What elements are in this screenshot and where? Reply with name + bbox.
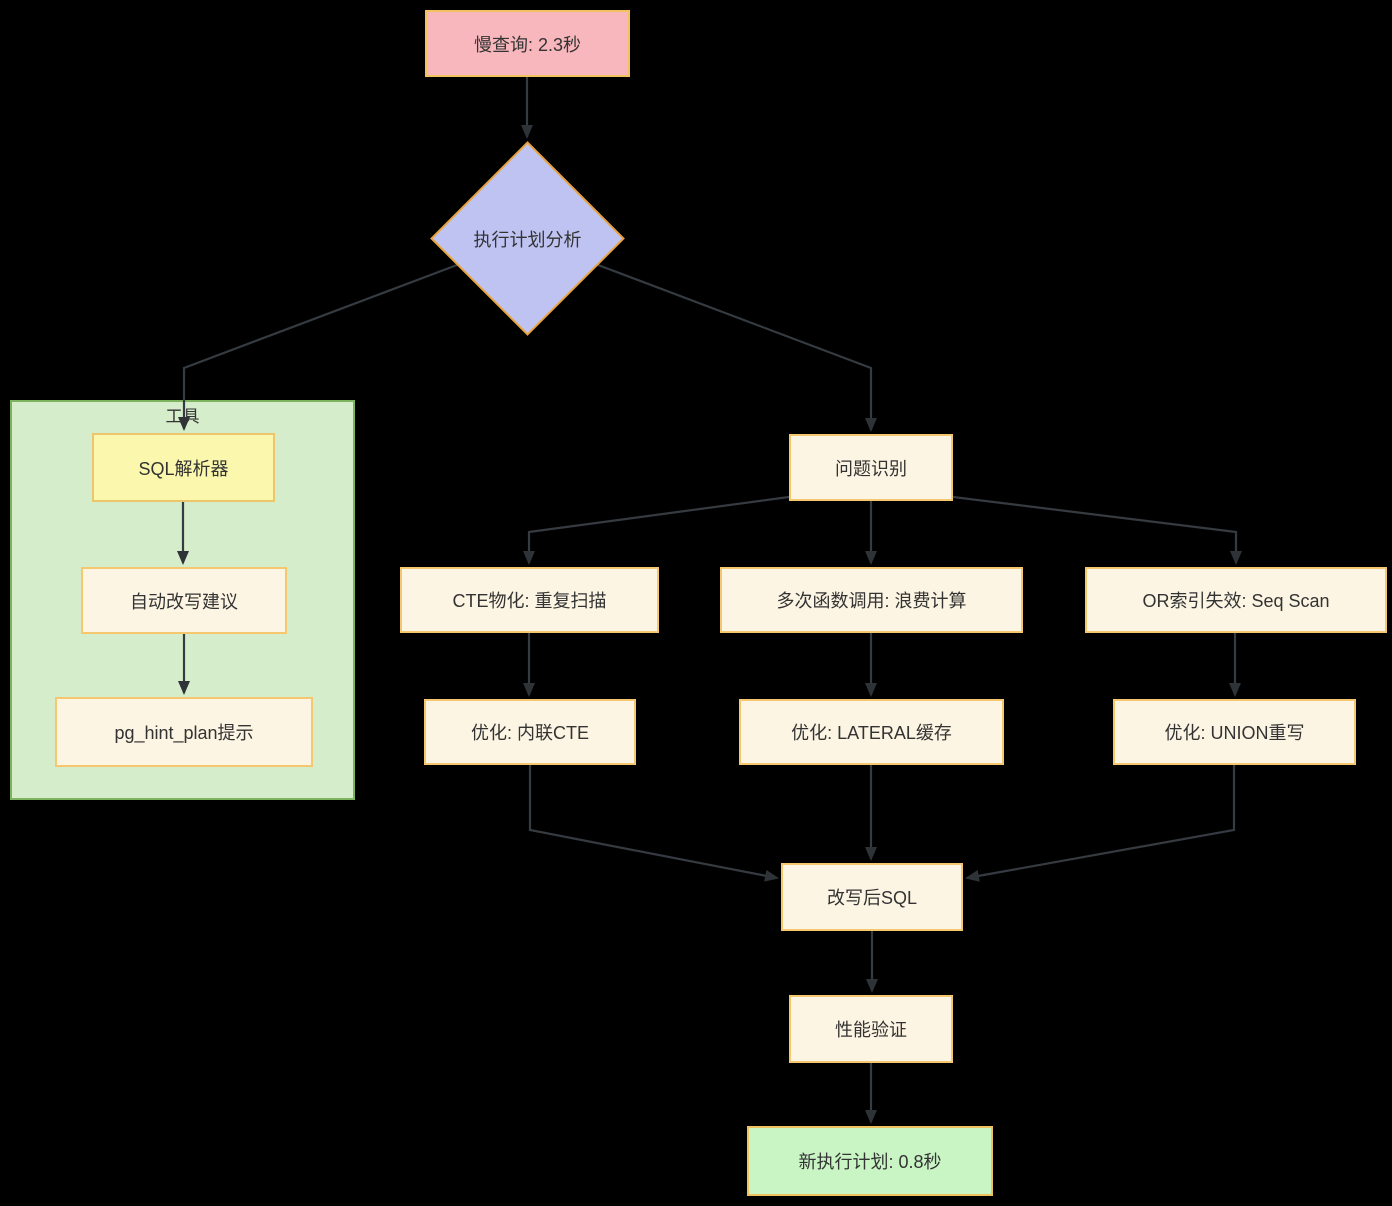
node-opt-union: 优化: UNION重写 — [1113, 699, 1356, 765]
node-pg-hint-label: pg_hint_plan提示 — [114, 723, 254, 743]
node-opt-union-label: 优化: UNION重写 — [1164, 723, 1305, 743]
node-opt-cte: 优化: 内联CTE — [424, 699, 636, 765]
node-new-plan: 新执行计划: 0.8秒 — [747, 1126, 993, 1196]
node-slow-query-label: 慢查询: 2.3秒 — [473, 34, 582, 55]
node-rewritten-sql-label: 改写后SQL — [826, 888, 918, 908]
node-opt-cte-label: 优化: 内联CTE — [470, 723, 589, 743]
node-sql-parser-label: SQL解析器 — [138, 458, 229, 479]
node-cte-problem: CTE物化: 重复扫描 — [400, 567, 659, 633]
edge-opt-cte-to-rewritten-sql — [528, 765, 779, 882]
node-func-problem-label: 多次函数调用: 浪费计算 — [776, 591, 967, 611]
edge-opt-union-to-rewritten-sql — [965, 765, 1236, 882]
node-or-problem-label: OR索引失效: Seq Scan — [1142, 591, 1330, 611]
node-pg-hint: pg_hint_plan提示 — [55, 697, 313, 767]
node-opt-lateral-label: 优化: LATERAL缓存 — [791, 723, 952, 743]
subgraph-tools-label: 工具 — [165, 407, 200, 426]
node-or-problem: OR索引失效: Seq Scan — [1085, 567, 1387, 633]
node-new-plan-label: 新执行计划: 0.8秒 — [798, 1152, 942, 1172]
edge-problem-id-to-or-problem — [952, 495, 1242, 565]
node-problem-id-label: 问题识别 — [835, 458, 907, 479]
node-perf-verify-label: 性能验证 — [835, 1020, 907, 1040]
edge-plan-analysis-to-problem-id — [597, 263, 877, 432]
node-perf-verify: 性能验证 — [789, 995, 953, 1063]
node-plan-analysis-label: 执行计划分析 — [473, 229, 582, 250]
node-auto-rewrite: 自动改写建议 — [81, 567, 287, 634]
node-slow-query: 慢查询: 2.3秒 — [425, 10, 630, 77]
edge-plan-analysis-to-sql-parser — [178, 263, 458, 431]
node-rewritten-sql: 改写后SQL — [781, 863, 963, 931]
node-cte-problem-label: CTE物化: 重复扫描 — [452, 591, 607, 611]
edge-problem-id-to-cte-problem — [523, 495, 790, 565]
node-problem-id: 问题识别 — [789, 434, 953, 501]
node-plan-analysis: 执行计划分析 — [430, 141, 625, 336]
node-func-problem: 多次函数调用: 浪费计算 — [720, 567, 1023, 633]
node-opt-lateral: 优化: LATERAL缓存 — [739, 699, 1004, 765]
diamond-shape — [430, 141, 625, 336]
node-auto-rewrite-label: 自动改写建议 — [130, 591, 238, 612]
node-sql-parser: SQL解析器 — [92, 433, 275, 502]
